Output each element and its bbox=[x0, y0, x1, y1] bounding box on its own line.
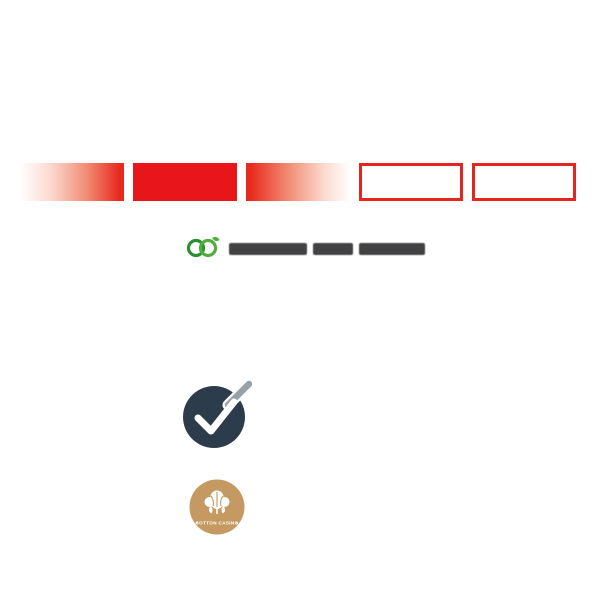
quality-check-badge bbox=[182, 378, 255, 450]
cotton-casing-label: COTTON CASING bbox=[195, 520, 238, 525]
green-interlocked-rings-eco-icon bbox=[185, 234, 222, 265]
brand-logo bbox=[185, 236, 425, 262]
brand-wordmark bbox=[229, 242, 425, 256]
cotton-flower-icon bbox=[204, 490, 230, 514]
checkmark-brush-icon bbox=[183, 378, 255, 448]
wordmark-segment bbox=[359, 242, 425, 256]
label-dot-right bbox=[236, 521, 238, 524]
color-swatch-row bbox=[20, 163, 576, 201]
wordmark-segment bbox=[229, 242, 307, 256]
swatch-solid-red bbox=[133, 163, 237, 201]
swatch-gradient-white-to-red bbox=[20, 163, 124, 201]
label-dot-left bbox=[196, 521, 198, 524]
wordmark-segment bbox=[313, 242, 353, 256]
swatch-gradient-red-to-white bbox=[246, 163, 350, 201]
swatch-outline-2 bbox=[472, 163, 576, 201]
swatch-outline-1 bbox=[359, 163, 463, 201]
cotton-casing-badge: COTTON CASING bbox=[188, 478, 246, 536]
